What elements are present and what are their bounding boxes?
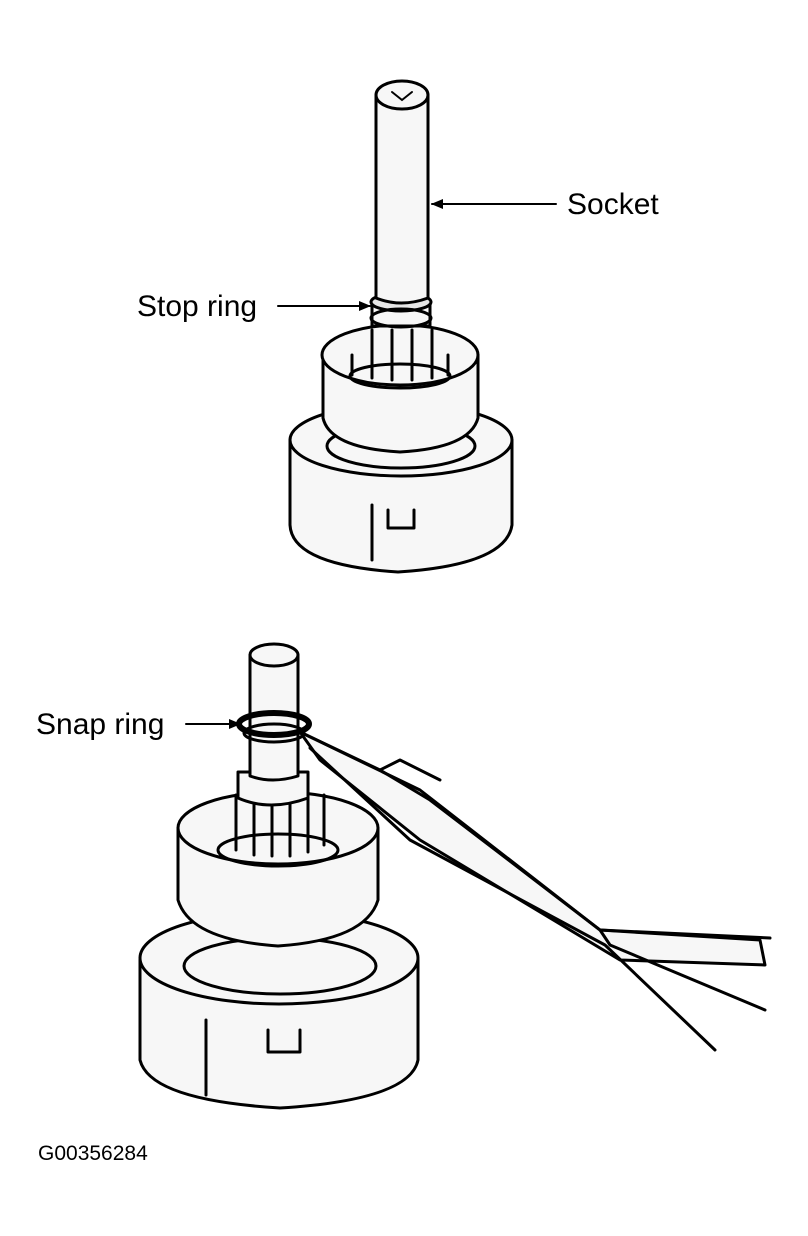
bottom-shaft	[236, 642, 310, 807]
snap-ring-label: Snap ring	[36, 708, 165, 741]
socket-label: Socket	[567, 188, 659, 221]
bottom-base-ring	[138, 910, 420, 1110]
top-assembly	[277, 79, 557, 574]
top-socket-shaft	[374, 79, 430, 305]
figure-id: G00356284	[38, 1142, 148, 1165]
snap-ring-pliers	[298, 730, 772, 1052]
top-gear-hub	[320, 323, 480, 454]
stop-ring-label: Stop ring	[137, 290, 258, 323]
bottom-assembly	[138, 642, 772, 1110]
bottom-gear-hub	[176, 786, 380, 948]
